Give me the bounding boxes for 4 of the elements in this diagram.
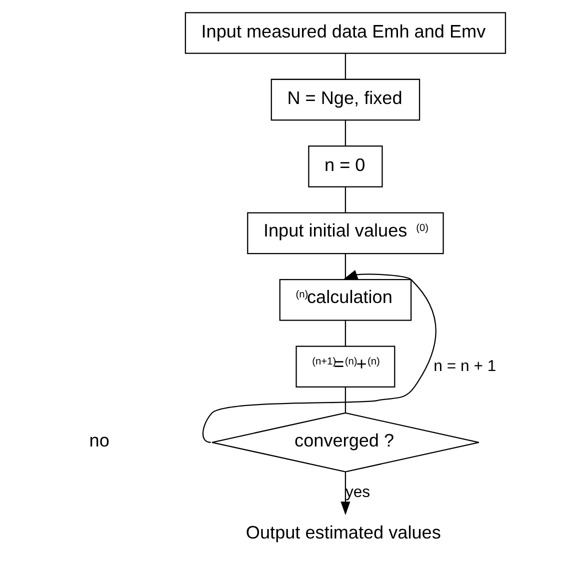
node-text: Output estimated values xyxy=(245,522,440,542)
label: no xyxy=(88,430,109,451)
edge-label: yes xyxy=(344,484,370,501)
edge-label: n = n + 1 xyxy=(433,358,496,375)
